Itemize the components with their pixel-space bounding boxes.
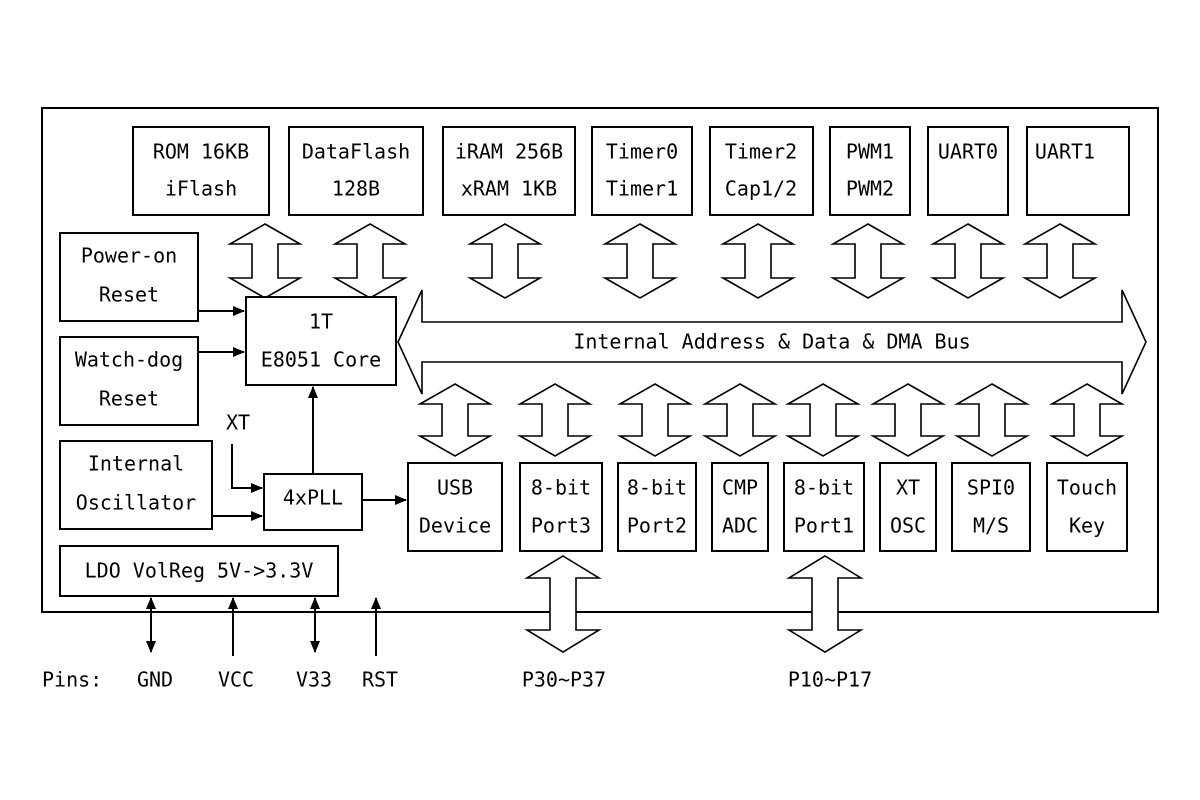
port1-block: 8-bit Port1 bbox=[783, 462, 865, 552]
svg-text:Port2: Port2 bbox=[627, 514, 687, 538]
svg-text:Reset: Reset bbox=[99, 387, 159, 411]
dataflash-block: DataFlash 128B bbox=[288, 126, 424, 216]
svg-text:iRAM 256B: iRAM 256B bbox=[455, 140, 563, 164]
power-on-reset-block: Power-on Reset bbox=[59, 232, 199, 322]
bus-arrow-bottom-5 bbox=[784, 383, 862, 457]
bus-arrow-top-7 bbox=[929, 223, 1007, 299]
svg-text:128B: 128B bbox=[332, 177, 380, 201]
touch-key-block: Touch Key bbox=[1046, 462, 1128, 552]
svg-text:4xPLL: 4xPLL bbox=[283, 486, 343, 510]
pin-v33-label: V33 bbox=[296, 668, 332, 692]
pin-gnd-label: GND bbox=[137, 668, 173, 692]
svg-text:M/S: M/S bbox=[973, 514, 1009, 538]
xt-to-pll-arrow bbox=[231, 444, 263, 493]
svg-text:Key: Key bbox=[1069, 514, 1105, 538]
svg-text:8-bit: 8-bit bbox=[794, 476, 854, 500]
cmp-adc-block: CMP ADC bbox=[711, 462, 769, 552]
bus-arrow-top-2 bbox=[331, 223, 409, 299]
bus-arrow-bottom-3 bbox=[616, 383, 694, 457]
svg-text:Reset: Reset bbox=[99, 283, 159, 307]
bus-arrow-bottom-4 bbox=[701, 383, 779, 457]
svg-text:Cap1/2: Cap1/2 bbox=[725, 177, 797, 201]
svg-text:DataFlash: DataFlash bbox=[302, 140, 410, 164]
svg-text:Timer1: Timer1 bbox=[606, 177, 678, 201]
svg-text:ADC: ADC bbox=[722, 514, 758, 538]
svg-text:USB: USB bbox=[437, 476, 473, 500]
port3-pin-arrow bbox=[524, 555, 602, 653]
port1-pin-arrow bbox=[786, 555, 864, 653]
port-pin-arrows bbox=[524, 555, 864, 653]
bus-arrow-bottom-2 bbox=[516, 383, 594, 457]
svg-text:8-bit: 8-bit bbox=[531, 476, 591, 500]
timer2-block: Timer2 Cap1/2 bbox=[709, 126, 814, 216]
bus-arrow-top-6 bbox=[829, 223, 907, 299]
svg-text:iFlash: iFlash bbox=[165, 177, 237, 201]
pins-title: Pins: bbox=[42, 668, 102, 692]
internal-oscillator-block: Internal Oscillator bbox=[59, 440, 213, 530]
svg-text:OSC: OSC bbox=[890, 514, 926, 538]
bottom-connection-arrows bbox=[416, 383, 1126, 457]
svg-text:UART0: UART0 bbox=[938, 140, 998, 164]
internal-bus-arrow bbox=[397, 289, 1147, 395]
bus-arrow-top-8 bbox=[1021, 223, 1099, 299]
svg-text:xRAM 1KB: xRAM 1KB bbox=[461, 177, 557, 201]
svg-text:ROM 16KB: ROM 16KB bbox=[153, 140, 249, 164]
svg-text:Port3: Port3 bbox=[531, 514, 591, 538]
bus-arrow-bottom-1 bbox=[416, 383, 494, 457]
bus-arrow-top-3 bbox=[466, 223, 544, 299]
svg-text:XT: XT bbox=[896, 476, 920, 500]
svg-text:Touch: Touch bbox=[1057, 476, 1117, 500]
bus-arrow-top-5 bbox=[719, 223, 797, 299]
svg-text:E8051 Core: E8051 Core bbox=[261, 348, 381, 372]
timer01-block: Timer0 Timer1 bbox=[591, 126, 693, 216]
chip-outline bbox=[41, 107, 1159, 613]
port3-block: 8-bit Port3 bbox=[519, 462, 603, 552]
svg-text:PWM2: PWM2 bbox=[846, 177, 894, 201]
svg-text:Internal: Internal bbox=[88, 452, 184, 476]
svg-text:Device: Device bbox=[419, 514, 491, 538]
bus-arrow-bottom-7 bbox=[953, 383, 1031, 457]
core-block: 1T E8051 Core bbox=[245, 296, 397, 386]
xt-label: XT bbox=[226, 411, 250, 435]
pin-p3-label: P30~P37 bbox=[522, 668, 606, 692]
ram-block: iRAM 256B xRAM 1KB bbox=[442, 126, 576, 216]
port2-block: 8-bit Port2 bbox=[617, 462, 697, 552]
svg-text:UART1: UART1 bbox=[1035, 140, 1095, 164]
bus-arrow-top-4 bbox=[601, 223, 679, 299]
bus-label: Internal Address & Data & DMA Bus bbox=[573, 330, 970, 354]
svg-text:CMP: CMP bbox=[722, 476, 758, 500]
svg-text:8-bit: 8-bit bbox=[627, 476, 687, 500]
bus-arrow-bottom-8 bbox=[1048, 383, 1126, 457]
uart1-block: UART1 bbox=[1026, 126, 1130, 216]
pin-p1-label: P10~P17 bbox=[788, 668, 872, 692]
pll-block: 4xPLL bbox=[263, 473, 363, 531]
pin-rst-label: RST bbox=[362, 668, 398, 692]
svg-text:PWM1: PWM1 bbox=[846, 140, 894, 164]
svg-text:LDO VolReg 5V->3.3V: LDO VolReg 5V->3.3V bbox=[85, 559, 314, 583]
pin-vcc-label: VCC bbox=[218, 668, 254, 692]
top-connection-arrows bbox=[226, 223, 1099, 299]
svg-text:Timer2: Timer2 bbox=[725, 140, 797, 164]
ldo-block: LDO VolReg 5V->3.3V bbox=[59, 545, 339, 597]
rom-block: ROM 16KB iFlash bbox=[132, 126, 270, 216]
uart0-block: UART0 bbox=[927, 126, 1009, 216]
usb-device-block: USB Device bbox=[407, 462, 503, 552]
svg-text:Watch-dog: Watch-dog bbox=[75, 348, 183, 372]
bus-arrow-bottom-6 bbox=[869, 383, 947, 457]
svg-text:Port1: Port1 bbox=[794, 514, 854, 538]
bus-arrow-top-1 bbox=[226, 223, 304, 299]
xt-osc-block: XT OSC bbox=[879, 462, 937, 552]
svg-text:1T: 1T bbox=[309, 310, 333, 334]
spi0-block: SPI0 M/S bbox=[951, 462, 1031, 552]
svg-text:Oscillator: Oscillator bbox=[76, 491, 196, 515]
svg-text:SPI0: SPI0 bbox=[967, 476, 1015, 500]
watchdog-reset-block: Watch-dog Reset bbox=[59, 336, 199, 426]
svg-text:Timer0: Timer0 bbox=[606, 140, 678, 164]
svg-text:Power-on: Power-on bbox=[81, 244, 177, 268]
pwm-block: PWM1 PWM2 bbox=[829, 126, 911, 216]
